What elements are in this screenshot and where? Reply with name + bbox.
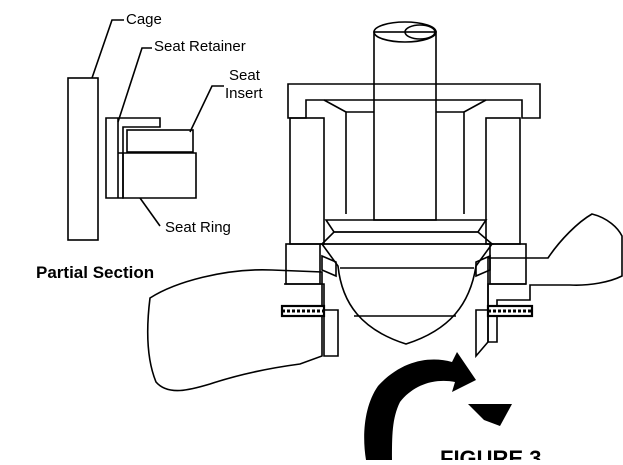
detail-seat-insert [126,129,194,153]
stem-end-section [404,24,436,40]
detail-seat-ring [118,152,197,199]
valve-body-right [487,213,623,343]
seat-insert-label-line2: Insert [225,85,263,102]
detail-seat-retainer [105,117,161,199]
seat-retainer-left [285,243,321,285]
valve-plug-body [320,243,494,345]
cage-label: Cage [126,11,162,28]
seat-retainer-right [489,243,527,285]
seat-retainer-leader-line [117,47,152,123]
detail-cage-wall [67,77,99,241]
cage-leader-line [91,19,124,79]
cage-wall-left [289,117,325,245]
seat-insert-label-line1: Seat [229,67,261,84]
cage-window-right [463,99,487,214]
seat-ring-leader-line [139,197,161,227]
valve-body-left [146,269,323,392]
seat-insert-leader-line [189,85,224,133]
cage-window-left [323,99,347,214]
valve-main-assembly [146,21,623,392]
seat-insert-left [321,254,337,278]
valve-stem [373,31,437,221]
flow-direction-arrow [364,352,476,460]
seat-ring-right [475,283,526,359]
seat-ring-left [284,283,339,357]
figure-title: FIGURE 3 [440,446,541,460]
seat-retainer-label: Seat Retainer [154,38,246,55]
partial-section-detail [67,19,224,241]
flow-arrow-tail [468,404,512,426]
cage-wall-right [485,117,521,245]
partial-section-title: Partial Section [36,263,154,282]
plug-top-rim [324,219,488,233]
seat-ring-label: Seat Ring [165,219,231,236]
